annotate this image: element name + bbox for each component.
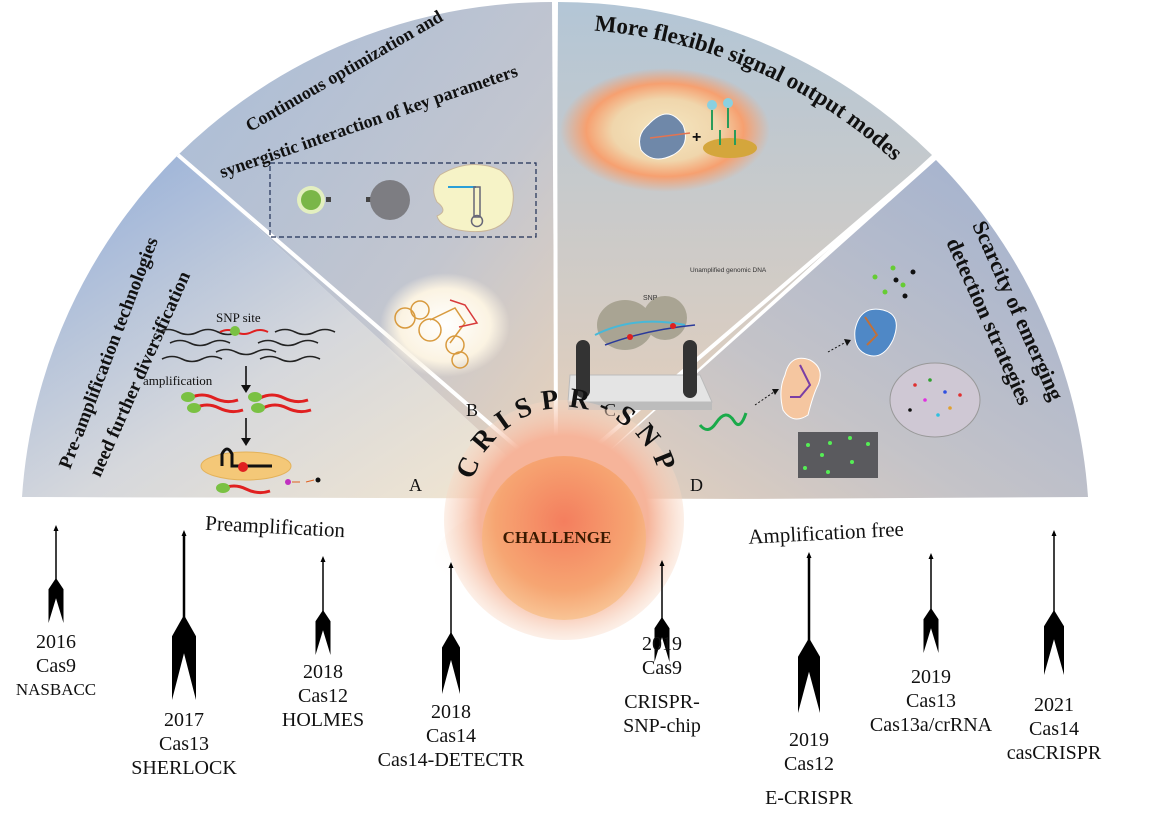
- milestone-method: NASBACC: [15, 680, 97, 699]
- quencher-icon: [315, 477, 321, 483]
- brain-network-icon: [889, 362, 981, 438]
- sector-a-illustration: SNP site amplification: [143, 310, 336, 495]
- dna-strands-icon: [157, 328, 336, 363]
- milestone-method: CRISPR-: [624, 691, 700, 713]
- timeline-arrows: [48, 525, 1064, 713]
- sector-b: [178, 1, 555, 500]
- fluorophore-icon: [285, 479, 291, 485]
- arrow-down-icon: [241, 385, 251, 393]
- milestone-year: 2019: [789, 729, 829, 751]
- milestone-year: 2018: [431, 701, 471, 723]
- center-subtitle: CHALLENGE: [503, 528, 612, 547]
- milestone-year: 2021: [1034, 694, 1074, 716]
- sector-d-illustration: [698, 265, 981, 478]
- snp-site-icon: [230, 326, 240, 336]
- milestone-year: 2019: [911, 666, 951, 688]
- milestone-method: SHERLOCK: [131, 757, 237, 779]
- milestone-enzyme: Cas14: [426, 725, 476, 747]
- parameters-box: [269, 162, 537, 238]
- timeline-band: [0, 497, 1155, 822]
- graphene-lattice-icon: [798, 432, 878, 478]
- milestone-enzyme: Cas12: [784, 753, 834, 775]
- milestone-enzyme: Cas13: [159, 733, 209, 755]
- sector-d-letter: D: [690, 475, 703, 495]
- milestone-enzyme: Cas9: [36, 655, 76, 677]
- sector-c-illustration: + SNP Unamplified genomic DNA: [560, 68, 770, 410]
- cas13-complex-icon: [780, 357, 821, 420]
- milestone-arrow-icon: [442, 562, 460, 694]
- snp-label: SNP: [643, 295, 658, 302]
- cleaved-reporter-icon: [872, 265, 916, 299]
- snp-site-label: SNP site: [216, 310, 261, 325]
- gold-electrode-icon: [703, 138, 757, 158]
- sector-b-illustration: [269, 162, 537, 377]
- milestone-enzyme: Cas14: [1029, 718, 1079, 740]
- thermometer-icon: [473, 186, 481, 218]
- milestone-arrow-icon: [654, 560, 670, 662]
- milestone-arrow-icon: [1044, 530, 1064, 675]
- milestone-enzyme: Cas12: [298, 685, 348, 707]
- milestone-year: 2017: [164, 709, 204, 731]
- milestone-method: HOLMES: [281, 709, 365, 731]
- milestone-arrow-icon: [315, 556, 331, 655]
- center-hub: CRISPR-SNP CHALLENGE: [444, 383, 684, 640]
- milestone-year: 2019: [642, 633, 682, 655]
- quencher-reporter-icon: [370, 180, 410, 220]
- sector-a-letter: A: [409, 475, 422, 495]
- amplification-label: amplification: [143, 373, 213, 388]
- graphene-chip-icon: [567, 296, 713, 410]
- milestone-method: casCRISPR: [1006, 742, 1102, 764]
- sector-b-letter: B: [466, 400, 478, 420]
- milestone-method: Cas13a/crRNA: [869, 714, 993, 736]
- milestone-arrow-icon: [798, 552, 820, 713]
- milestone-method: SNP-chip: [623, 715, 701, 737]
- target-rna-icon: [698, 412, 748, 431]
- milestone-method: E-CRISPR: [765, 787, 853, 809]
- amplicons-icon: [181, 392, 312, 414]
- milestone-year: 2018: [303, 661, 343, 683]
- sector-a: [22, 155, 555, 500]
- crrna-structure-icon: [394, 299, 479, 369]
- milestone-enzyme: Cas13: [906, 690, 956, 712]
- milestone-enzyme: Cas9: [642, 657, 682, 679]
- plus-sign: +: [692, 129, 701, 146]
- unamplified-dna-label: Unamplified genomic DNA: [690, 267, 767, 274]
- milestone-arrow-icon: [48, 525, 64, 623]
- milestone-arrow-icon: [172, 530, 196, 700]
- milestone-arrow-icon: [923, 553, 939, 653]
- brain-dots-icon: [908, 378, 962, 417]
- hairpin-probe-icon: [711, 108, 736, 145]
- milestone-method: Cas14-DETECTR: [377, 749, 525, 771]
- milestone-year: 2016: [36, 631, 76, 653]
